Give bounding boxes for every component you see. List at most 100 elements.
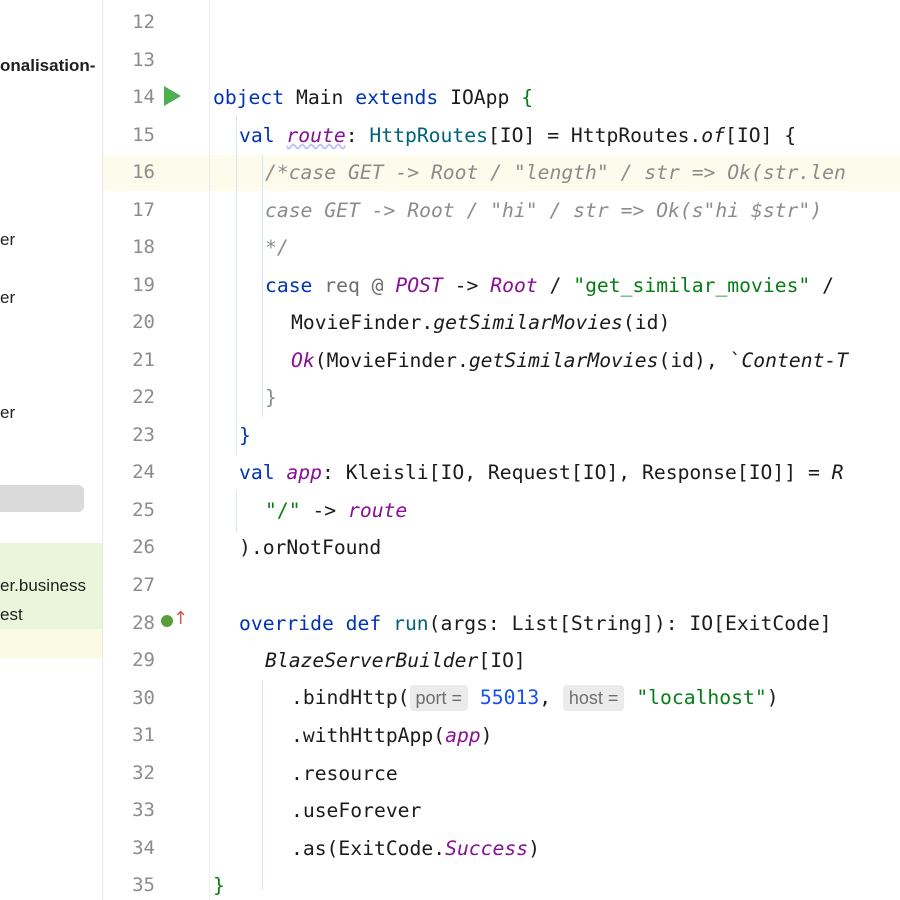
code-token: Ok [291,349,315,372]
tree-item[interactable]: est [0,605,23,624]
line-number: 23 [132,424,155,446]
code-token: val [239,124,287,147]
code-line-19[interactable]: case req @ POST -> Root / "get_similar_m… [265,274,834,297]
code-token: Main [284,86,356,109]
code-token: { [521,86,534,109]
line-number: 30 [132,687,155,709]
tree-item[interactable]: er.business [0,576,86,595]
code-token: Success [445,837,529,860]
code-line-25[interactable]: "/" -> route [265,499,407,522]
code-token: -> [442,274,491,297]
code-line-33[interactable]: .useForever [291,799,422,822]
code-token: HttpRoutes [369,124,488,147]
line-number: 32 [132,762,155,784]
code-token: .as(ExitCode. [291,837,446,860]
code-token: req @ [324,274,396,297]
code-line-14[interactable]: object Main extends IOApp { [213,86,533,109]
code-line-35[interactable]: } [213,874,225,897]
run-icon[interactable] [164,86,181,106]
code-token: getSimilarMovies [468,349,659,372]
code-token: extends [355,86,439,109]
code-token: Root [490,274,538,297]
code-token: case [265,274,325,297]
line-number: 35 [132,874,155,896]
code-token: (args: List[String]): IO[ExitCode] [428,612,832,635]
code-line-15[interactable]: val route: HttpRoutes[IO] = HttpRoutes.o… [239,124,796,147]
indent-guide [262,680,263,890]
code-line-24[interactable]: val app: Kleisli[IO, Request[IO], Respon… [239,461,844,484]
code-token: ) [528,837,540,860]
code-token: app [286,461,322,484]
code-token: "localhost" [636,686,767,709]
line-number: 25 [132,499,155,521]
code-token: Content-T [741,349,849,372]
current-line-highlight [103,155,900,191]
line-number: 33 [132,799,155,821]
tree-item[interactable]: er [0,403,16,422]
code-token: MovieFinder. [291,311,434,334]
code-token: 55013 [479,686,540,709]
line-number: 24 [132,461,155,483]
code-token: : Kleisli[IO, Request[IO], Response[IO]]… [321,461,832,484]
code-line-30[interactable]: .bindHttp(port = 55013, host = "localhos… [291,685,779,711]
line-number: 15 [132,124,155,146]
override-arrow-icon[interactable]: ↑ [173,608,189,629]
tree-item[interactable]: er [0,230,16,249]
code-token: run [393,612,429,635]
code-token: [IO] [478,649,526,672]
line-number: 13 [132,49,155,71]
indent-guide [236,490,237,532]
code-line-16[interactable]: /*case GET -> Root / "length" / str => O… [265,161,846,184]
code-line-23[interactable]: } [239,424,251,447]
project-panel: onalisation- er er er er.business est [0,0,103,900]
code-token: "/" [265,499,301,522]
code-token: app [445,724,481,747]
param-hint-port: port = [409,685,469,711]
tree-item[interactable]: onalisation- [0,56,96,75]
gutter-separator [209,0,210,900]
code-token: route [347,499,408,522]
line-number: 20 [132,311,155,333]
line-number: 12 [132,11,155,33]
code-line-20[interactable]: MovieFinder.getSimilarMovies(id) [291,311,670,334]
code-token: of [701,124,726,147]
line-number: 27 [132,574,155,596]
code-token: -> [300,499,348,522]
code-line-28[interactable]: override def run(args: List[String]): IO… [239,612,832,635]
line-number: 14 [132,86,155,108]
code-token: route [286,124,346,147]
code-token: ) [766,686,779,709]
code-token: [IO] { [725,124,797,147]
code-line-21[interactable]: Ok(MovieFinder.getSimilarMovies(id), `Co… [291,349,848,372]
code-token: / [537,274,574,297]
param-hint-host: host = [562,685,625,711]
implements-icon[interactable] [161,615,173,627]
code-token: POST [395,274,443,297]
line-number: 29 [132,649,155,671]
tree-highlight-current [0,629,102,658]
code-token: .bindHttp( [291,686,410,709]
code-token: IOApp [438,86,522,109]
code-line-18[interactable]: */ [265,236,289,259]
code-token: (id) [622,311,671,334]
code-token: ) [480,724,493,747]
line-number: 28 [132,612,155,634]
code-line-29[interactable]: BlazeServerBuilder[IO] [265,649,526,672]
line-number: 19 [132,274,155,296]
code-token: .withHttpApp( [291,724,446,747]
indent-guide [262,155,263,417]
code-line-31[interactable]: .withHttpApp(app) [291,724,493,747]
code-token: R [831,461,844,484]
code-line-26[interactable]: ).orNotFound [239,536,382,559]
code-line-34[interactable]: .as(ExitCode.Success) [291,837,540,860]
code-token: override def [239,612,394,635]
code-line-22[interactable]: } [265,386,277,409]
tree-highlight-modified [0,543,102,629]
code-line-32[interactable]: .resource [291,762,398,785]
code-line-17[interactable]: case GET -> Root / "hi" / str => Ok(s"hi… [265,199,823,222]
tree-selected-row[interactable] [0,485,84,512]
code-token: (id), ` [658,349,742,372]
tree-item[interactable]: er [0,288,16,307]
line-number: 21 [132,349,155,371]
code-token: / [810,274,834,297]
